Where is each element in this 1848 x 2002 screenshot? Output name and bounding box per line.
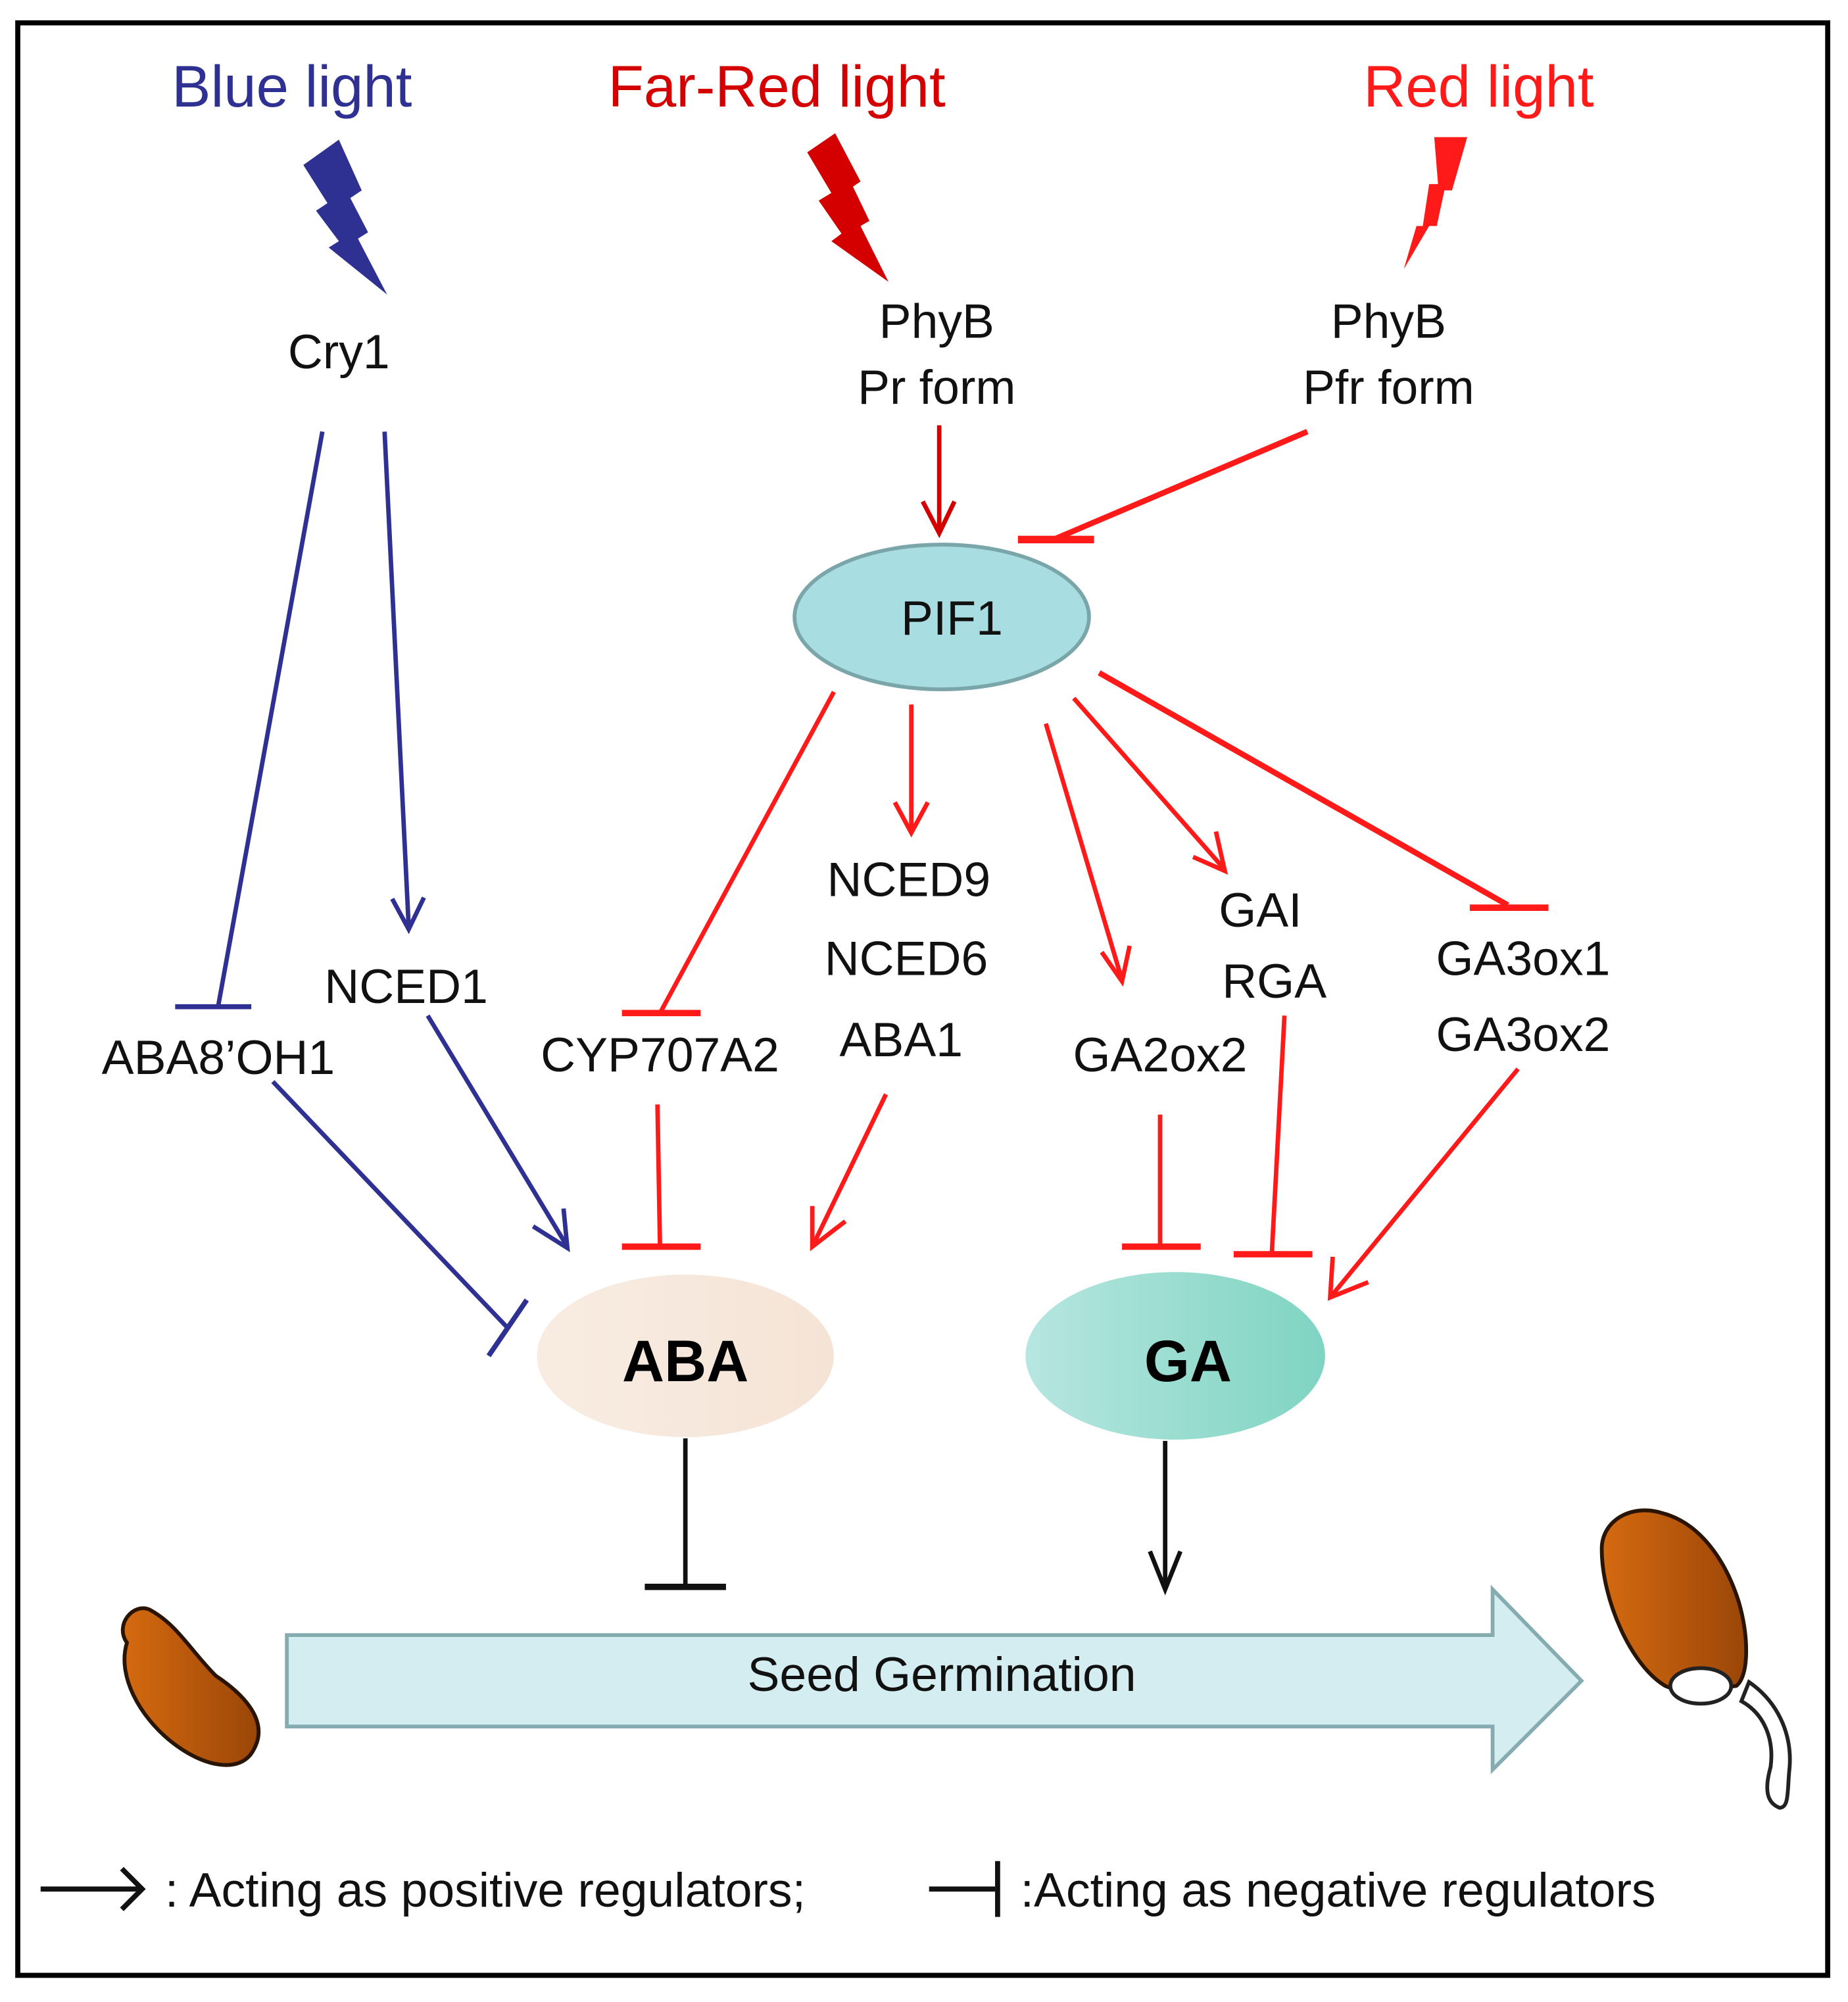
edge-aba-germination	[644, 1438, 726, 1590]
edge-pif1-cyp707a2	[621, 691, 836, 1017]
cyp707a2-label: CYP707A2	[541, 1028, 779, 1082]
seed-icon	[121, 1606, 261, 1767]
far-red-light-label: Far-Red light	[608, 54, 946, 119]
edge-pif1-ga3ox	[1098, 670, 1549, 911]
edge-pfr-pif1	[1017, 429, 1309, 544]
rga-label: RGA	[1222, 954, 1326, 1008]
aba8oh1-label: ABA8’OH1	[102, 1031, 335, 1085]
pif1-label: PIF1	[901, 591, 1003, 645]
ga-label: GA	[1144, 1329, 1232, 1394]
edge-nced-aba	[810, 1093, 888, 1252]
nced1-label: NCED1	[324, 960, 488, 1013]
nced9-label: NCED9	[827, 853, 991, 907]
germinated-seed-icon	[1599, 1508, 1792, 1810]
phyb-pfr-form: Pfr form	[1303, 360, 1474, 414]
legend-negative-label: :Acting as negative regulators	[1021, 1863, 1656, 1917]
aba1-label: ABA1	[840, 1013, 963, 1067]
far-red-lightning-icon	[807, 133, 888, 282]
edge-pif1-ga2ox2	[1044, 723, 1132, 987]
legend-positive-label: : Acting as positive regulators;	[165, 1863, 806, 1917]
gai-label: GAI	[1219, 883, 1301, 937]
red-light-label: Red light	[1363, 54, 1594, 119]
edge-cry1-aba8oh1	[175, 431, 325, 1010]
edge-pr-pif1	[921, 425, 957, 539]
phyb-pr-name: PhyB	[879, 294, 994, 348]
aba-node	[537, 1274, 834, 1438]
blue-light-label: Blue light	[172, 54, 412, 119]
figure-border	[15, 20, 1830, 1978]
edge-aba8oh1-aba	[271, 1080, 529, 1357]
edge-gairga-ga	[1233, 1015, 1313, 1257]
red-lightning-icon	[1403, 137, 1468, 270]
edge-nced1-aba	[426, 1014, 570, 1252]
edge-cry1-nced1	[382, 431, 426, 935]
seed-germination-label: Seed Germination	[748, 1648, 1136, 1701]
phyb-pr-form: Pr form	[858, 360, 1015, 414]
ga3ox2-label: GA3ox2	[1436, 1008, 1610, 1062]
pif1-node	[792, 543, 1091, 692]
nced6-label: NCED6	[825, 931, 988, 985]
edge-cyp707a2-aba	[621, 1104, 701, 1250]
edge-pif1-nced	[892, 704, 930, 838]
legend-negative-tbar-icon	[929, 1861, 1000, 1917]
edge-ga3ox-ga	[1327, 1067, 1520, 1301]
ga-node	[1025, 1272, 1325, 1440]
edge-ga-germination	[1148, 1440, 1182, 1596]
phyb-pfr-name: PhyB	[1331, 294, 1446, 348]
cry1-label: Cry1	[288, 325, 390, 379]
seed-germination-arrow	[285, 1584, 1584, 1774]
edge-ga2ox2-ga	[1122, 1114, 1201, 1250]
ga3ox1-label: GA3ox1	[1436, 931, 1610, 985]
edge-pif1-gai	[1072, 696, 1228, 875]
aba-label: ABA	[622, 1329, 748, 1394]
ga2ox2-label: GA2ox2	[1073, 1028, 1247, 1082]
legend-positive-arrow-icon	[40, 1867, 146, 1911]
blue-lightning-icon	[303, 139, 387, 295]
